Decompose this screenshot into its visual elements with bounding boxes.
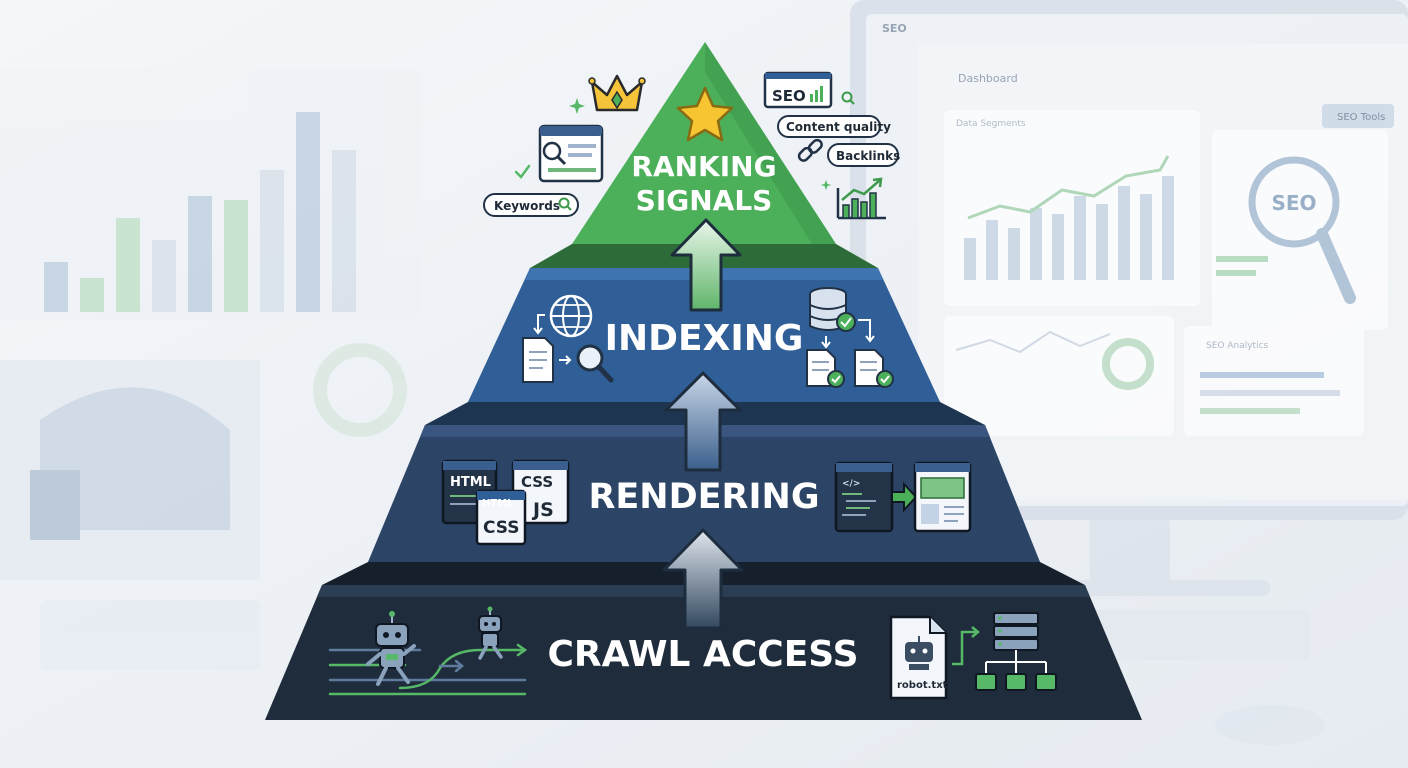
sparkle-icon — [569, 98, 585, 114]
tier-title-ranking-line1: RANKING — [631, 150, 776, 183]
monitor-analytics-label: SEO Analytics — [1206, 341, 1269, 351]
seo-badge: SEO — [763, 71, 833, 109]
keywords-label: Keywords — [494, 199, 560, 213]
css-html-file-html-label: HTML — [482, 498, 514, 509]
css-js-file-icon: CSS JS — [511, 459, 570, 525]
arrow-right-icon — [559, 355, 572, 365]
database-check-icon — [809, 287, 856, 332]
robots-txt-label: robot.txt — [897, 680, 948, 691]
css-html-file-icon: HTML CSS — [475, 489, 527, 546]
crown-icon — [588, 74, 646, 112]
css-js-file-css-label: CSS — [521, 473, 553, 491]
document-check-icon-2 — [854, 349, 894, 388]
star-icon — [676, 86, 734, 142]
backlinks-tag: Backlinks — [827, 143, 900, 167]
flow-arrows-icon — [821, 319, 875, 349]
background-left-chart — [0, 70, 420, 670]
flow-arrow-icon — [533, 314, 545, 335]
magnifier-small-icon — [841, 91, 855, 105]
content-quality-tag: Content quality — [777, 115, 891, 138]
up-arrow-rendering-to-indexing — [664, 371, 742, 472]
code-snippet-label: </> — [842, 479, 860, 489]
search-results-icon — [538, 124, 604, 183]
tier-ranking-signals: RANKING SIGNALS — [530, 42, 878, 268]
keywords-tag: Keywords — [483, 193, 579, 217]
tier-title-ranking-line2: SIGNALS — [636, 184, 773, 217]
sparkle-small-icon — [820, 180, 832, 190]
background-monitor: SEO Dashboard SEO Tools Data Segments SE… — [850, 0, 1408, 745]
crawl-flow-arrow-icon — [952, 626, 980, 666]
up-arrow-crawl-to-rendering — [662, 528, 744, 630]
css-file-label: CSS — [483, 518, 520, 538]
render-arrow-icon — [891, 481, 918, 513]
monitor-heading: Dashboard — [958, 72, 1018, 85]
seo-badge-label: SEO — [772, 87, 806, 105]
robots-txt-file-icon: robot.txt — [889, 615, 948, 700]
growth-chart-icon — [836, 177, 886, 220]
link-icon — [797, 138, 823, 162]
document-icon — [522, 337, 554, 383]
monitor-tools-button: SEO Tools — [1337, 112, 1385, 123]
globe-icon — [549, 294, 593, 338]
crawl-lines — [328, 643, 528, 696]
crawler-robot-icon — [366, 611, 416, 686]
monitor-brand: SEO — [882, 22, 907, 35]
magnifier-icon — [576, 344, 614, 383]
html-file-label: HTML — [450, 475, 491, 490]
checkmark-icon — [514, 164, 531, 179]
tier-title-crawl: CRAWL ACCESS — [547, 634, 858, 675]
js-file-label: JS — [531, 499, 554, 521]
monitor-panel-label: Data Segments — [956, 119, 1026, 129]
document-check-icon — [806, 349, 845, 388]
backlinks-label: Backlinks — [836, 149, 900, 163]
up-arrow-indexing-to-ranking — [670, 218, 742, 312]
code-window-icon: </> — [834, 461, 894, 533]
content-quality-label: Content quality — [786, 120, 891, 134]
server-hierarchy-icon — [975, 612, 1057, 691]
tier-title-indexing: INDEXING — [605, 318, 804, 359]
crawler-robot-small-icon — [478, 606, 503, 660]
rendered-page-icon — [913, 461, 972, 533]
tier-title-rendering: RENDERING — [588, 477, 819, 517]
monitor-magnifier-label: SEO — [1271, 191, 1316, 215]
